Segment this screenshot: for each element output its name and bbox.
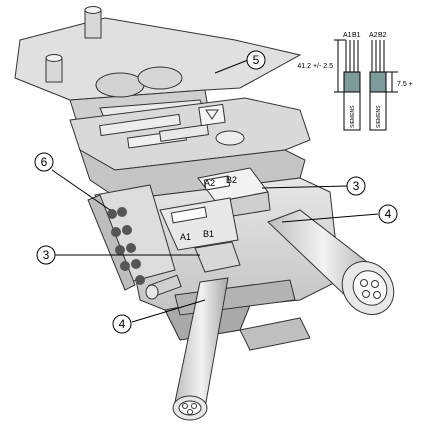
callout-4-top: 4 <box>378 204 398 224</box>
callout-5: 5 <box>246 50 266 70</box>
housing-cover <box>14 6 302 133</box>
sub-d-connector <box>87 184 182 300</box>
svg-text:4: 4 <box>119 317 126 331</box>
front-terminal-block <box>159 197 241 273</box>
stripping-detail: A1 B1 A2 B2 SIEMENS SIEMENS 41.2 +/- 2.5… <box>297 32 413 131</box>
callout-3-left: 3 <box>36 245 56 265</box>
cable-text-1: SIEMENS <box>350 105 356 128</box>
front-cable <box>172 277 229 421</box>
pin-label-b1: B1 <box>203 229 214 239</box>
right-cable <box>267 209 395 315</box>
detail-header-a1: A1 <box>343 32 352 39</box>
pin-label-a2: A2 <box>204 178 215 188</box>
detail-header-b2: B2 <box>378 32 387 39</box>
dim-left: 41.2 +/- 2.5 <box>297 63 333 70</box>
pin-label-b2: B2 <box>226 175 237 185</box>
svg-text:5: 5 <box>253 53 260 67</box>
svg-text:3: 3 <box>353 179 360 193</box>
detail-header-b1: B1 <box>352 32 361 39</box>
sub-d-pins <box>107 207 145 285</box>
callout-3-top: 3 <box>346 176 366 196</box>
pin-label-a1: A1 <box>180 232 191 242</box>
cable-text-2: SIEMENS <box>376 105 382 128</box>
svg-text:6: 6 <box>41 155 48 169</box>
leader-lines <box>51 59 379 323</box>
svg-text:3: 3 <box>43 248 50 262</box>
callout-4-bottom: 4 <box>112 314 132 334</box>
svg-text:4: 4 <box>385 207 392 221</box>
detail-header-a2: A2 <box>369 32 378 39</box>
dim-right: 7.5 + <box>397 81 413 88</box>
callout-6: 6 <box>34 152 54 172</box>
